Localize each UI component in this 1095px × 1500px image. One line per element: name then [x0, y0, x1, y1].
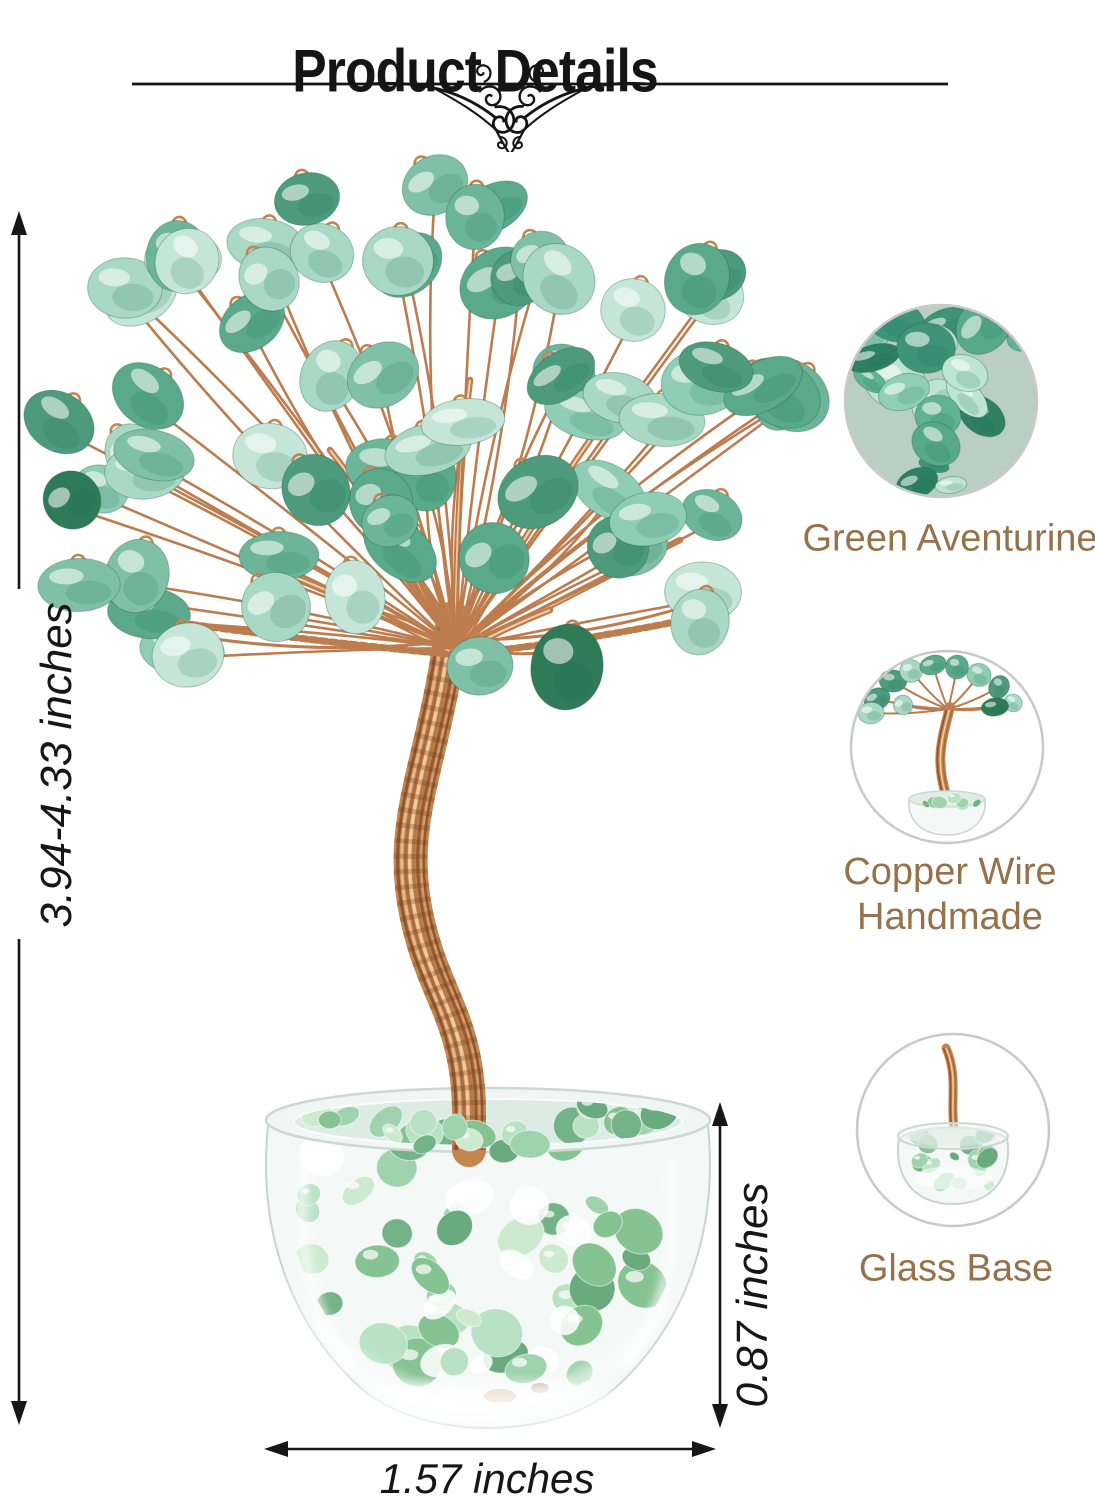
base-height-dimension-arrow	[712, 1102, 728, 1428]
tree-height-dimension-arrow	[11, 211, 27, 1425]
green-aventurine-stones-thumbnail	[843, 303, 1039, 499]
base-height-label: 0.87 inches	[728, 1182, 777, 1408]
callout-label-green-aventurine: Green Aventurine	[802, 517, 1095, 560]
canopy-stones	[23, 154, 830, 711]
glass-base-thumbnail	[855, 1032, 1051, 1228]
callout-label-glass-base: Glass Base	[858, 1247, 1054, 1290]
base-width-label: 1.57 inches	[379, 1455, 595, 1500]
page-title: Product Details	[292, 37, 658, 105]
callout-label-copper-wire-handmade: Copper Wire Handmade	[843, 851, 1057, 938]
copper-trunk	[393, 601, 486, 1167]
divider-flourish	[132, 64, 948, 152]
base-width-dimension-arrow	[264, 1441, 716, 1457]
copper-wire-tree-thumbnail	[849, 649, 1045, 845]
front-chips	[412, 1113, 551, 1164]
tree-height-label: 3.94-4.33 inches	[32, 602, 81, 928]
glass-base-bowl	[264, 1086, 712, 1432]
